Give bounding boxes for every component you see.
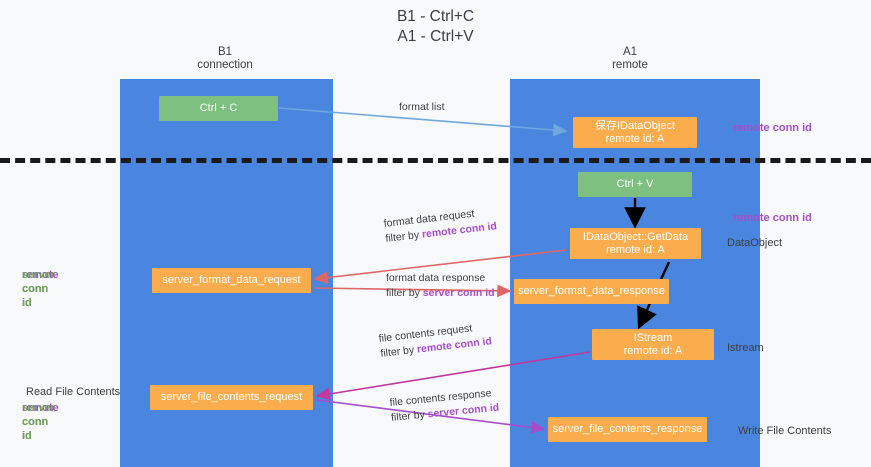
filter-prefix: filter by: [379, 343, 418, 360]
lane-header-a1: A1 remote: [550, 46, 710, 72]
title-line-1: B1 - Ctrl+C: [396, 8, 475, 25]
node-server-file-contents-response[interactable]: server_file_contents_response: [548, 417, 707, 442]
legend-remote-conn-id: remote conn id: [22, 402, 59, 442]
edge-label-format-data-response-text: format data response: [386, 272, 486, 284]
title-line-2: A1 - Ctrl+V: [397, 28, 474, 45]
lane-header-b1: B1 connection: [150, 46, 300, 72]
node-ctrl-v[interactable]: Ctrl + V: [578, 172, 692, 197]
lane-header-b1-subtitle: connection: [197, 59, 253, 71]
legend-remote-conn-id: remote conn id: [22, 269, 59, 309]
arrow-file-contents-request: [315, 351, 591, 401]
legend-server-conn-id: server conn id: [22, 269, 56, 309]
node-ctrl-c-label: Ctrl + C: [199, 102, 238, 114]
label-istream: Istream: [727, 342, 764, 354]
node-istream-label: IStream: [633, 331, 673, 344]
node-getdata[interactable]: IDataObject::GetData remote id: A: [570, 228, 701, 259]
node-dataobject-top-label: 保存IDataObject: [594, 119, 676, 132]
node-server-format-data-response[interactable]: server_format_data_response: [514, 279, 669, 304]
node-ctrl-c[interactable]: Ctrl + C: [159, 96, 278, 121]
arrow-format-list: [278, 107, 568, 137]
lane-header-b1-name: B1: [217, 46, 233, 58]
page-title: B1 - Ctrl+C A1 - Ctrl+V: [0, 7, 871, 47]
label-dataobject: DataObject: [727, 237, 783, 249]
edge-label-format-data-response-filter: filter by server conn id: [386, 286, 495, 301]
edge-label-format-list-text: format list: [399, 101, 445, 113]
node-getdata-label: IDataObject::GetData: [582, 230, 689, 243]
node-dataobject-top[interactable]: 保存IDataObject remote id: A: [573, 117, 697, 148]
annotation-remote-conn-id-top: remote conn id: [733, 122, 812, 134]
filter-prefix: filter by: [390, 408, 429, 424]
node-istream-sublabel: remote id: A: [623, 344, 683, 357]
label-read-file-contents: Read File Contents: [26, 386, 121, 398]
node-server-file-contents-request-label: server_file_contents_request: [160, 391, 303, 403]
node-server-format-data-request-label: server_format_data_request: [162, 274, 301, 286]
annotation-remote-conn-id-mid: remote conn id: [733, 212, 812, 224]
label-write-file-contents: Write File Contents: [738, 425, 832, 437]
lane-header-a1-name: A1: [622, 46, 638, 58]
edge-label-format-list: format list: [399, 100, 445, 115]
node-server-format-data-response-label: server_format_data_response: [518, 285, 665, 297]
lane-header-a1-subtitle: remote: [612, 59, 648, 71]
node-istream[interactable]: IStream remote id: A: [592, 329, 714, 360]
node-server-file-contents-request[interactable]: server_file_contents_request: [150, 385, 313, 410]
node-dataobject-top-sublabel: remote id: A: [605, 132, 665, 145]
edge-label-format-data-response: format data response filter by server co…: [386, 271, 495, 301]
arrow-file-contents-response: [316, 399, 546, 434]
filter-prefix: filter by: [384, 228, 423, 245]
arrow-format-data-request: [313, 249, 567, 284]
phase-divider: [0, 158, 871, 163]
filter-prefix: filter by: [386, 287, 423, 299]
arrow-format-data-response: [314, 284, 512, 298]
legend-server-conn-id: server conn id: [22, 402, 56, 442]
node-server-file-contents-response-label: server_file_contents_response: [552, 423, 703, 435]
node-getdata-sublabel: remote id: A: [606, 243, 665, 256]
node-server-format-data-request[interactable]: server_format_data_request: [152, 268, 311, 293]
filter-key-server-conn-id: server conn id: [422, 287, 495, 299]
node-ctrl-v-label: Ctrl + V: [616, 178, 654, 190]
